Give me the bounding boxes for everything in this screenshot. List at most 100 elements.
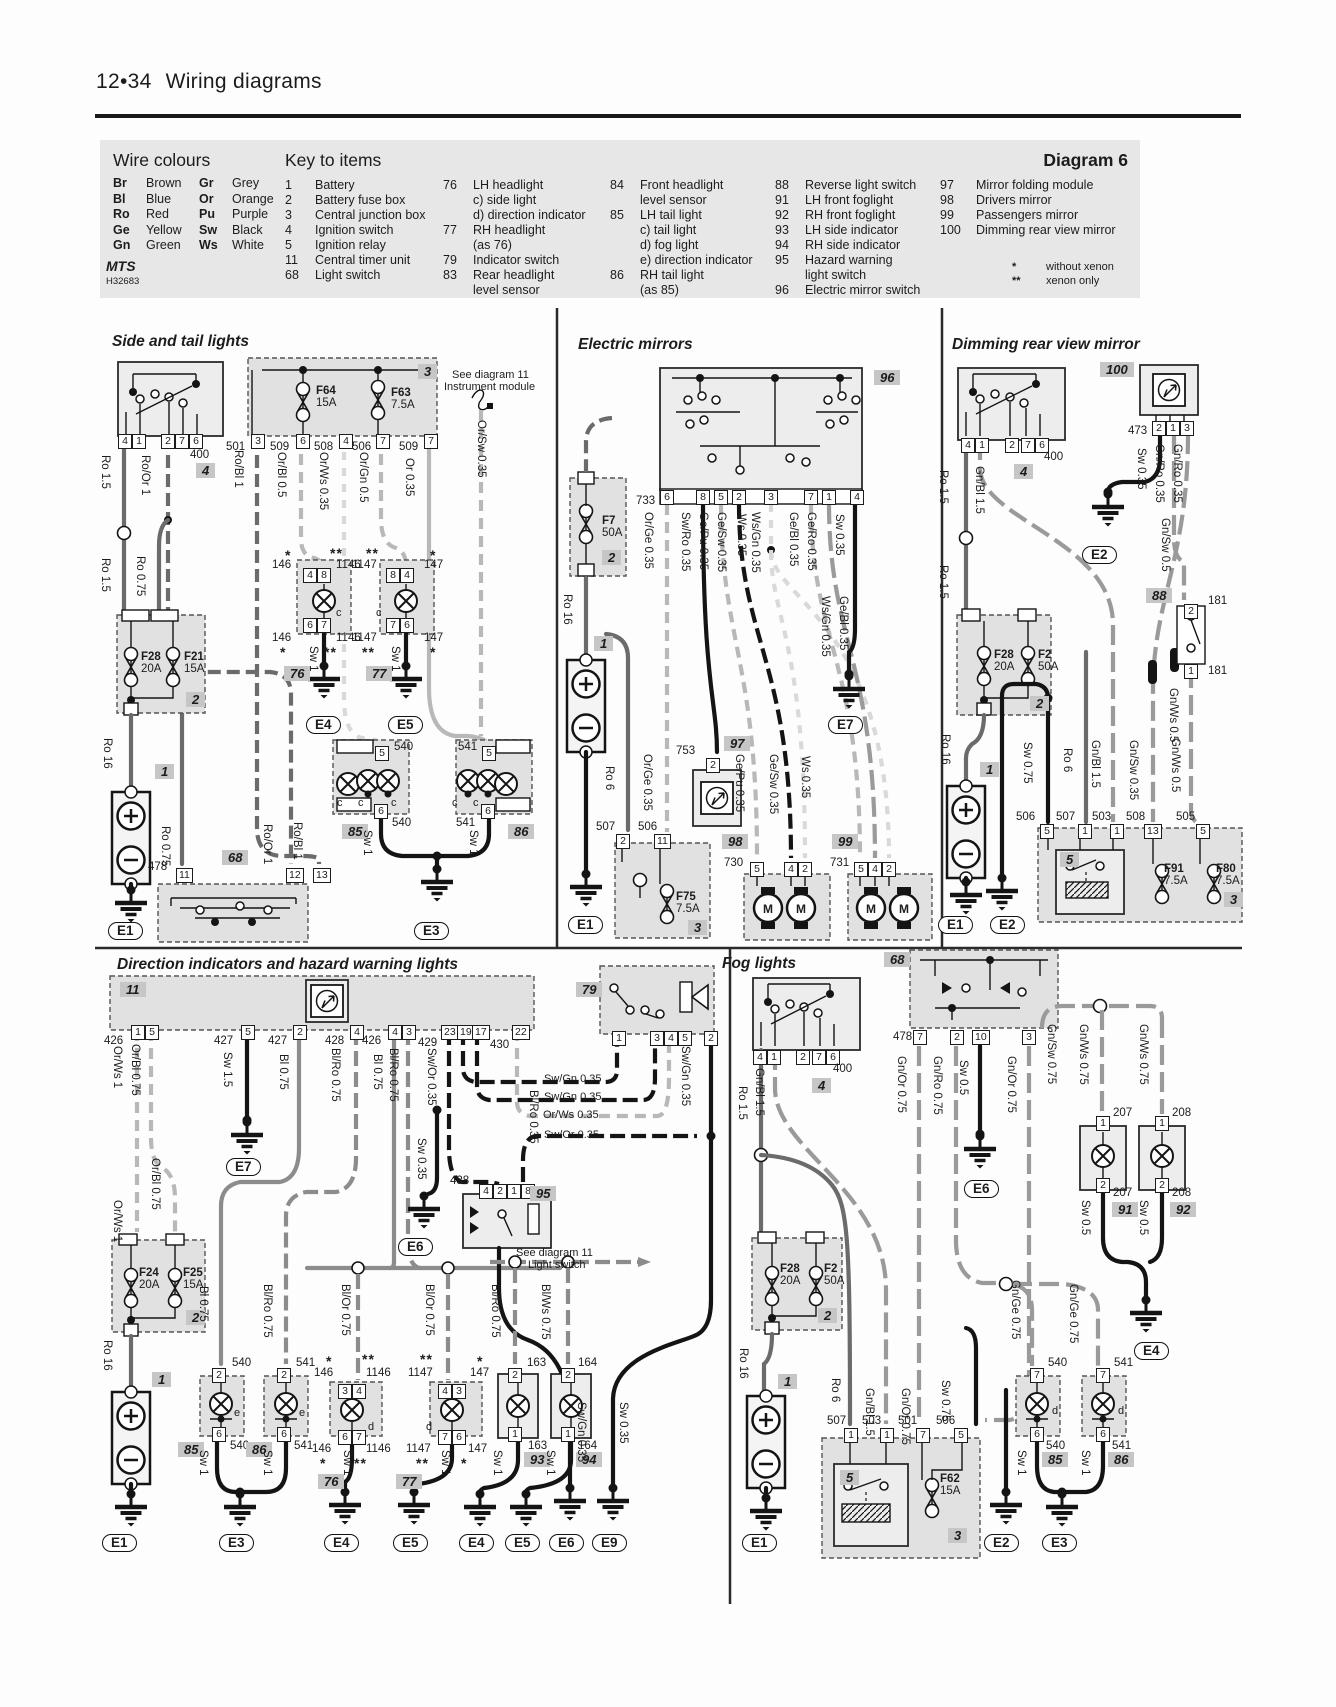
item-number: 77 [443, 223, 457, 237]
item-text: Ignition relay [315, 238, 386, 252]
item-number: 95 [775, 253, 789, 267]
section-title-dimming-rear-view-mirror: Dimming rear view mirror [952, 336, 1140, 353]
item-number: 96 [775, 283, 789, 297]
wire-colour: Sw Black [199, 223, 274, 239]
item-text: c) side light [473, 193, 537, 207]
item-number: 11 [285, 253, 298, 267]
item-text: LH side indicator [805, 223, 899, 237]
item-text: RH front foglight [805, 208, 896, 222]
item-text: d) fog light [640, 238, 699, 252]
item-text: xenon only [1046, 275, 1100, 287]
item-text: LH front foglight [805, 193, 894, 207]
item-text: Passengers mirror [976, 208, 1079, 222]
item-text: level sensor [640, 193, 707, 207]
key-item: e) direction indicator [610, 253, 753, 268]
item-number: 2 [285, 193, 292, 207]
section-title-direction-indicators: Direction indicators and hazard warning … [117, 956, 459, 973]
key-item: 5 Ignition relay [285, 238, 425, 253]
key-item: 11 Central timer unit [285, 253, 425, 268]
item-number: 91 [775, 193, 789, 207]
item-text: RH headlight [473, 223, 546, 237]
key-item: 95 Hazard warning [775, 253, 920, 268]
item-number: 85 [610, 208, 624, 222]
key-item: c) tail light [610, 223, 753, 238]
item-text: Battery fuse box [315, 193, 406, 207]
item-number: 86 [610, 268, 624, 282]
item-text: without xenon [1046, 261, 1114, 273]
wire-colour: Bl Blue [113, 192, 182, 208]
reference-code: H32683 [106, 276, 140, 287]
key-item: 76 LH headlight [443, 178, 586, 193]
key-item: 93 LH side indicator [775, 223, 920, 238]
item-text: Blue [146, 191, 172, 206]
item-number: 99 [940, 208, 954, 222]
item-text: Reverse light switch [805, 178, 917, 192]
item-text: LH headlight [473, 178, 544, 192]
item-text: light switch [805, 268, 867, 282]
item-text: Mirror folding module [976, 178, 1094, 192]
item-text: level sensor [473, 283, 540, 297]
item-number: Ro [113, 207, 130, 221]
item-text: (as 76) [473, 238, 512, 252]
item-number: Or [199, 191, 214, 206]
item-text: LH tail light [640, 208, 702, 222]
item-text: Central timer unit [315, 253, 411, 267]
item-number: 68 [285, 268, 299, 282]
key-to-items-title: Key to items [285, 150, 382, 170]
key-item: (as 76) [443, 238, 586, 253]
key-item: 92 RH front foglight [775, 208, 920, 223]
item-text: Grey [232, 176, 260, 190]
item-text: Brown [146, 176, 182, 190]
item-number: 92 [775, 208, 789, 222]
section-title-side-and-tail-lights: Side and tail lights [112, 333, 249, 350]
item-number: 76 [443, 178, 457, 192]
key-item: 68 Light switch [285, 268, 425, 283]
item-text: Light switch [315, 268, 381, 282]
mts-mark: MTS [106, 258, 136, 274]
item-number: Br [113, 176, 127, 190]
key-item: 99 Passengers mirror [940, 208, 1116, 223]
item-text: Black [232, 222, 263, 237]
item-number: 93 [775, 223, 789, 237]
key-item: level sensor [610, 193, 753, 208]
item-number: Bl [113, 191, 126, 206]
item-number: 5 [285, 238, 292, 252]
item-text: Hazard warning [805, 253, 893, 267]
item-text: e) direction indicator [640, 253, 753, 267]
side-and-tail-lights-art [110, 357, 533, 943]
item-number: Sw [199, 222, 218, 237]
legend-note: **xenon only [1012, 274, 1114, 288]
item-text: c) tail light [640, 223, 697, 237]
item-number: Pu [199, 207, 215, 221]
item-number: 1 [285, 178, 292, 192]
item-text: Green [146, 238, 181, 252]
page-number: 12•34 [96, 70, 152, 93]
item-number: 4 [285, 223, 292, 237]
key-item: light switch [775, 268, 920, 283]
key-item: d) fog light [610, 238, 753, 253]
item-text: RH side indicator [805, 238, 901, 252]
key-item: level sensor [443, 283, 586, 298]
key-item: c) side light [443, 193, 586, 208]
item-number: Ge [113, 222, 130, 237]
direction-indicators-art [109, 965, 716, 1527]
key-item: 77 RH headlight [443, 223, 586, 238]
item-text: White [232, 238, 264, 252]
